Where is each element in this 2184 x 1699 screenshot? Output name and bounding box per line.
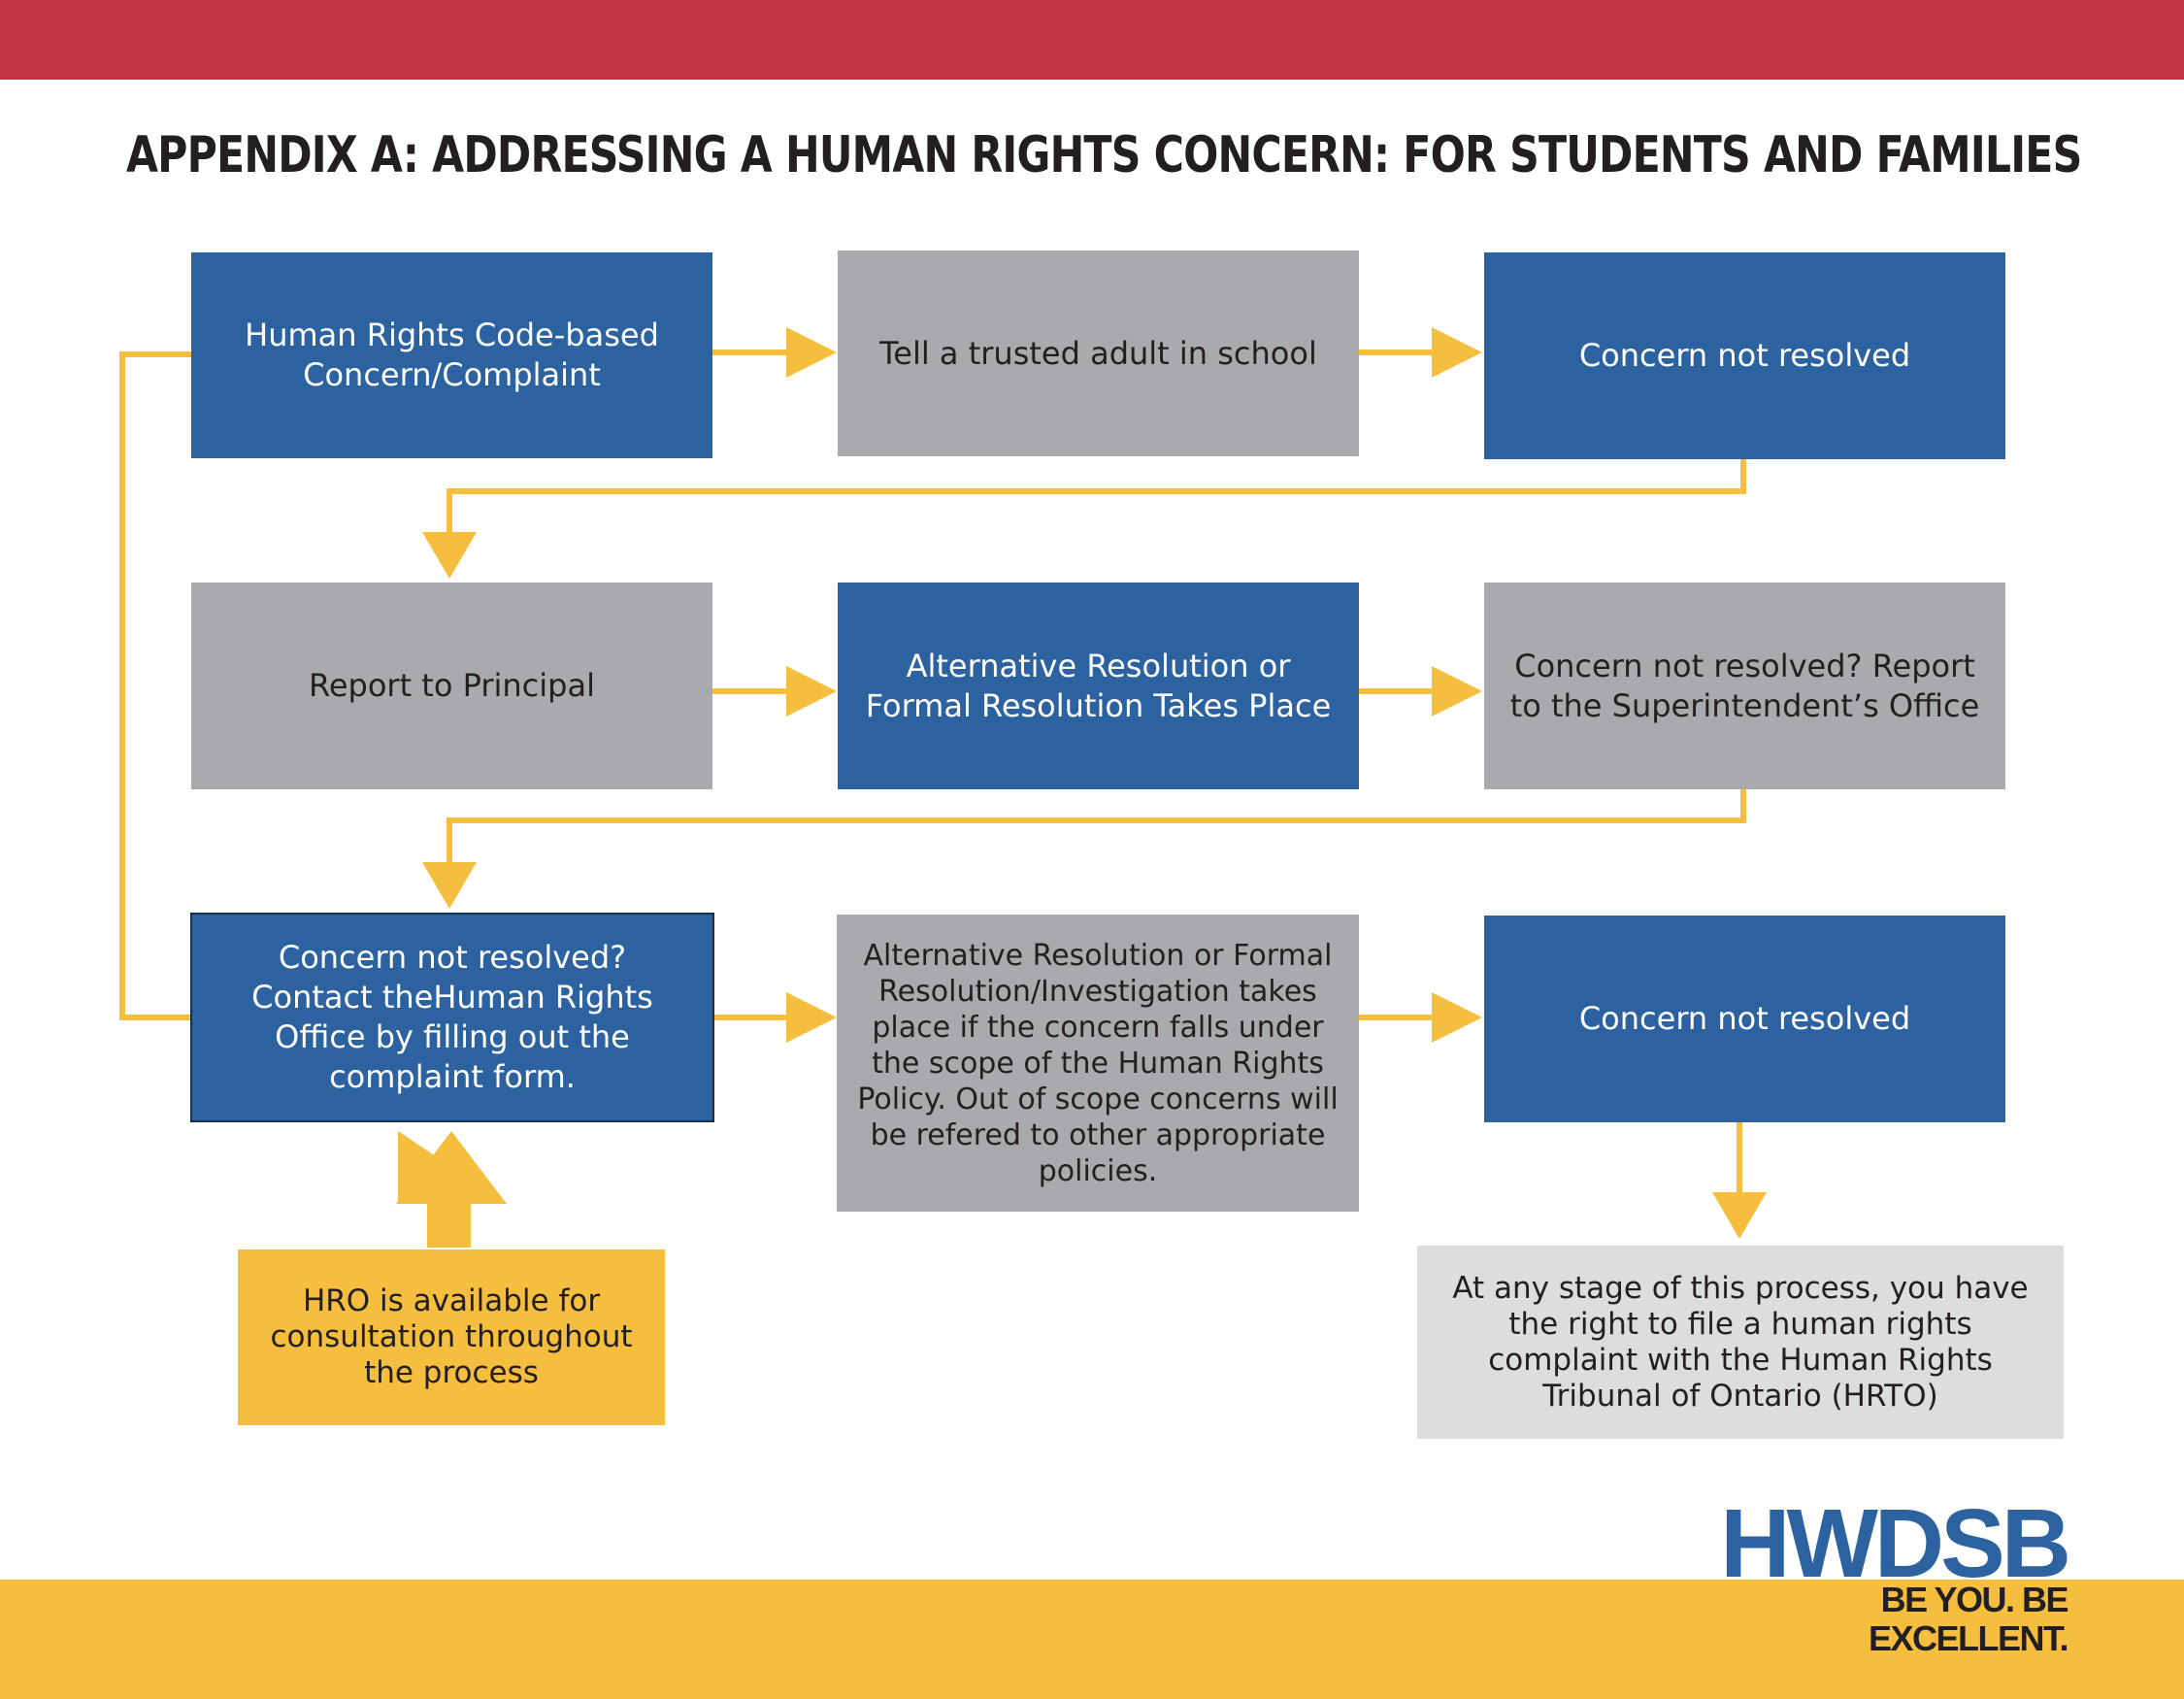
arrow-head-down-to-contact-hro [422,862,477,909]
arrow-head-principal-to-resolution [786,666,837,716]
connector-row1-to-row2 [447,459,1746,534]
arrow-head-investigation-to-not-resolved [1432,992,1482,1043]
arrow-head-resolution-to-superintendent [1432,666,1482,716]
investigation-box: Alternative Resolution or Formal Resolut… [837,915,1359,1212]
footer-band [0,1580,2184,1699]
up-arrow-hro-note-head [396,1131,507,1204]
complaint-box: Human Rights Code-based Concern/Complain… [191,252,712,458]
report-principal-box: Report to Principal [191,583,712,789]
hrto-rights-label: At any stage of this process, you have t… [1452,1270,2029,1414]
superintendent-box: Concern not resolved? Report to the Supe… [1484,583,2005,789]
loop-connector [119,351,191,1020]
not-resolved-box-2: Concern not resolved [1484,916,2005,1122]
contact-hro-box: Concern not resolved? Contact theHuman R… [190,913,714,1122]
not-resolved-label-2: Concern not resolved [1578,1000,1911,1037]
connector-row2-to-row3 [447,788,1746,864]
arrow-head-complaint-to-adult [786,327,837,378]
header-band [0,0,2184,80]
tell-adult-label: Tell a trusted adult in school [879,334,1317,372]
logo-tagline: BE YOU. BE EXCELLENT. [1868,1580,2069,1658]
arrow-head-hro-to-investigation [786,992,837,1043]
report-principal-label: Report to Principal [309,667,595,704]
not-resolved-box-1: Concern not resolved [1484,252,2005,459]
hrto-rights-note: At any stage of this process, you have t… [1417,1246,2064,1439]
tell-adult-box: Tell a trusted adult in school [838,250,1359,456]
complaint-label: Human Rights Code-based Concern/Complain… [245,316,659,393]
resolution-label: Alternative Resolution or Formal Resolut… [865,647,1332,724]
resolution-box: Alternative Resolution or Formal Resolut… [838,583,1359,789]
logo-wordmark: HWDSB [1720,1489,2071,1598]
contact-hro-label: Concern not resolved? Contact theHuman R… [251,939,653,1095]
superintendent-label: Concern not resolved? Report to the Supe… [1509,647,1980,724]
arrow-head-down-to-principal [422,532,477,579]
arrow-head-down-to-hrto [1712,1192,1767,1239]
hro-availability-label: HRO is available for consultation throug… [270,1283,633,1390]
not-resolved-label-1: Concern not resolved [1578,337,1911,374]
investigation-label: Alternative Resolution or Formal Resolut… [857,938,1339,1188]
hwdsb-logo: HWDSB BE YOU. BE EXCELLENT. [1679,1489,2071,1658]
arrow-head-adult-to-not-resolved [1432,327,1482,378]
hro-availability-note: HRO is available for consultation throug… [238,1249,665,1425]
